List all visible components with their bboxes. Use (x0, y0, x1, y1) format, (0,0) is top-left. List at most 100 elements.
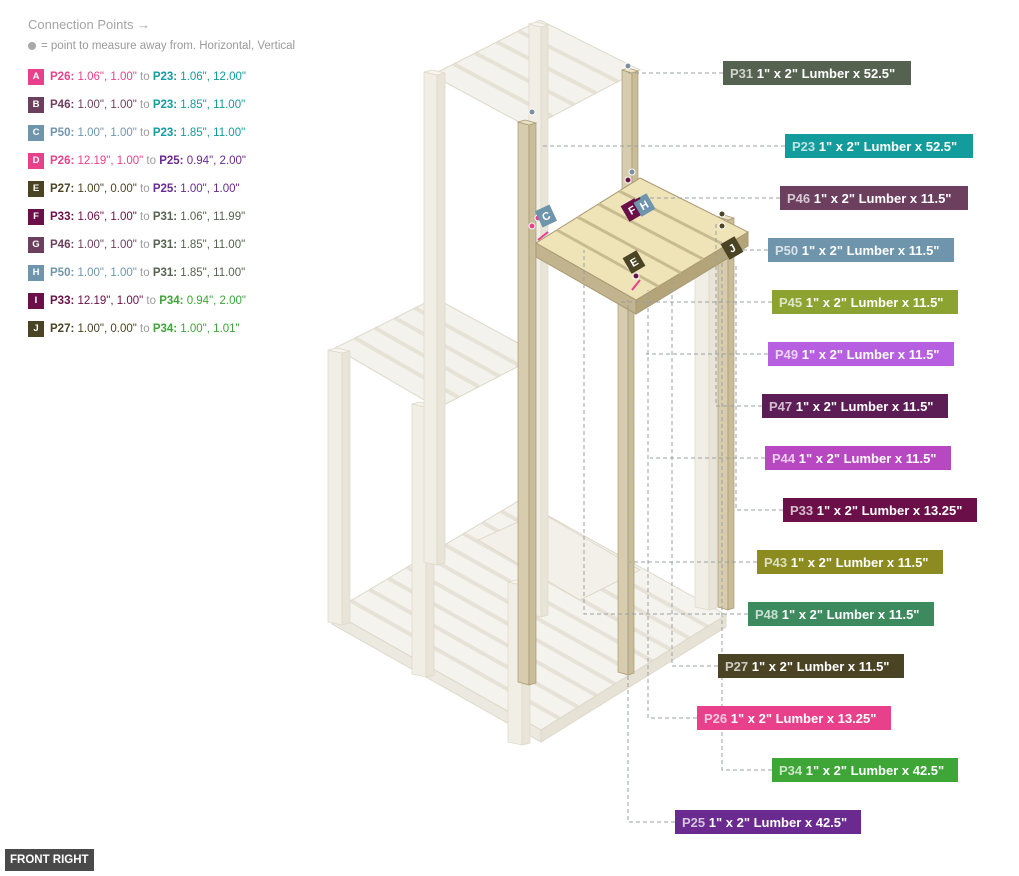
part-label-p49: P49 1" x 2" Lumber x 11.5" (768, 342, 954, 366)
part-id: P50 (775, 243, 802, 258)
part-desc: 1" x 2" Lumber x 11.5" (802, 243, 940, 258)
part-label-bg (768, 238, 954, 262)
part-desc: 1" x 2" Lumber x 13.25" (731, 711, 877, 726)
connection-badge: E (28, 181, 44, 197)
connection-badge: D (28, 153, 44, 169)
from-part: P50: (50, 267, 75, 279)
from-position: 1.00", 1.00" (74, 239, 141, 251)
from-part: P50: (50, 127, 75, 139)
part-desc: 1" x 2" Lumber x 11.5" (782, 607, 920, 622)
part-label-text: P26 1" x 2" Lumber x 13.25" (704, 711, 876, 726)
marker-arrow (537, 231, 549, 241)
to-word: to (140, 127, 153, 139)
part-label-text: P48 1" x 2" Lumber x 11.5" (755, 607, 919, 622)
part-labels: P31 1" x 2" Lumber x 52.5" P23 1" x 2" Lu… (675, 61, 977, 834)
part-label-text: P49 1" x 2" Lumber x 11.5" (775, 347, 939, 362)
leg-p23-face (517, 121, 530, 686)
part-label-text: P44 1" x 2" Lumber x 11.5" (772, 451, 936, 466)
part-label-bg (718, 654, 904, 678)
from-part: P26: (50, 155, 75, 167)
ghost-post-face (423, 69, 446, 76)
shelf-slat-gap (597, 202, 704, 261)
part-desc: 1" x 2" Lumber x 13.25" (817, 503, 963, 518)
to-position: 1.85", 11.00" (177, 239, 246, 251)
part-id: P45 (779, 295, 806, 310)
connection-dot (632, 272, 640, 280)
from-part: P27: (50, 183, 75, 195)
part-label-p34: P34 1" x 2" Lumber x 42.5" (772, 758, 958, 782)
part-label-bg (780, 186, 968, 210)
leg-p23-face (516, 119, 538, 126)
from-position: 1.00", 1.00" (74, 127, 141, 139)
part-label-text: P27 1" x 2" Lumber x 11.5" (725, 659, 889, 674)
from-position: 1.06", 1.00" (74, 211, 141, 223)
connection-row: C P50: 1.00", 1.00" to P23: 1.85", 11.00" (28, 125, 245, 141)
connection-dot (718, 222, 726, 230)
from-part: P33: (50, 211, 75, 223)
connection-badge: G (28, 237, 44, 253)
to-part: P34: (152, 323, 178, 335)
ghost-post-face (423, 71, 438, 566)
part-label-text: P47 1" x 2" Lumber x 11.5" (769, 399, 933, 414)
part-desc: 1" x 2" Lumber x 11.5" (791, 555, 929, 570)
part-id: P34 (779, 763, 806, 778)
from-part: P46: (50, 239, 75, 251)
to-word: to (140, 211, 153, 223)
marker-arrow (631, 279, 641, 291)
part-label-p44: P44 1" x 2" Lumber x 11.5" (765, 446, 951, 470)
to-part: P25: (159, 155, 184, 167)
marker-letter: J (727, 242, 738, 255)
ghost-base-side (540, 614, 727, 743)
part-label-p33: P33 1" x 2" Lumber x 13.25" (783, 498, 977, 522)
part-id: P33 (790, 503, 817, 518)
leg-p23 (516, 119, 538, 686)
ghost-post-face (527, 21, 550, 28)
part-desc: 1" x 2" Lumber x 42.5" (806, 763, 944, 778)
to-position: 1.06", 11.99" (177, 211, 246, 223)
part-label-p43: P43 1" x 2" Lumber x 11.5" (757, 550, 943, 574)
leg-p34-face (727, 217, 735, 611)
part-desc: 1" x 2" Lumber x 42.5" (709, 815, 847, 830)
from-part: P26: (50, 71, 75, 83)
connection-dot (718, 210, 726, 218)
from-part: P27: (50, 323, 75, 335)
to-word: to (140, 71, 153, 83)
part-label-bg (723, 61, 911, 85)
to-part: P34: (159, 295, 184, 307)
connection-dot (624, 62, 632, 70)
part-label-text: P23 1" x 2" Lumber x 52.5" (792, 139, 957, 154)
to-position: 1.85", 11.00" (177, 127, 246, 139)
to-word: to (140, 99, 153, 111)
part-label-p25: P25 1" x 2" Lumber x 42.5" (675, 810, 861, 834)
connection-dot (624, 176, 632, 184)
from-position: 1.00", 0.00" (74, 323, 141, 335)
ghost-slat (394, 316, 501, 378)
ghost-post (694, 214, 718, 611)
leader-line-p27 (671, 280, 718, 667)
connection-dot (628, 168, 636, 176)
from-part: P33: (50, 295, 75, 307)
part-label-bg (697, 706, 891, 730)
part-label-p48: P48 1" x 2" Lumber x 11.5" (748, 602, 934, 626)
note-text: = point to measure away from. Horizontal… (41, 40, 296, 52)
part-id: P48 (755, 607, 782, 622)
leg-p34-face (717, 216, 729, 611)
part-id: P25 (682, 815, 709, 830)
connection-badge: B (28, 97, 44, 113)
to-word: to (146, 155, 160, 167)
part-label-text: P31 1" x 2" Lumber x 52.5" (730, 66, 895, 81)
to-part: P23: (152, 127, 178, 139)
ghost-post (423, 69, 446, 566)
connection-badge: C (28, 125, 44, 141)
to-position: 1.00", 1.00" (177, 183, 240, 195)
leg-p25-face (627, 282, 635, 676)
leg-p25 (616, 279, 636, 676)
connection-badge: F (28, 209, 44, 225)
leader-line-p25 (627, 300, 675, 823)
